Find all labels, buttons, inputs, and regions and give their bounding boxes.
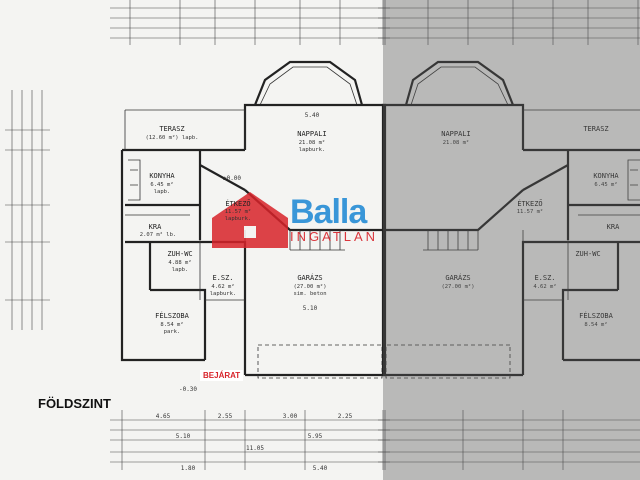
room-halfroom-area: 8.54 m² [584,321,607,328]
level-outside: -0.30 [179,386,197,393]
room-terrace-name: TERASZ [159,125,184,133]
dim-bottom-8: 5.40 [313,465,328,472]
room-bath-name: ZUH-WC [575,250,600,258]
right-unit-labels: NAPPALI 21.08 m² TERASZ KONYHA 6.45 m² É… [441,125,620,328]
dim-bottom-7: 1.80 [181,465,196,472]
room-dining-name: ÉTKEZŐ [517,199,542,208]
room-halfroom-area: 8.54 m² [160,321,183,328]
dim-bottom-4: 2.25 [338,413,353,420]
dim-bottom-5: 5.10 [176,433,191,440]
room-pantry-name: KRA [607,223,620,231]
left-unit-labels: TERASZ (12.60 m²) lapb. NAPPALI 21.08 m²… [140,112,353,472]
room-living-area: 21.08 m² [443,139,470,146]
room-garage-area: (27.00 m²) [293,283,326,290]
room-garage-area: (27.00 m²) [441,283,474,290]
room-kitchen-area: 6.45 m² [594,181,617,188]
room-living-floor: lapburk. [299,147,326,153]
room-terrace-name: TERASZ [583,125,608,133]
room-garage-name: GARÁZS [297,273,322,282]
room-kitchen-area: 6.45 m² [150,181,173,188]
entrance-label: BEJÁRAT [200,370,244,381]
room-bath-floor: lapb. [172,267,189,273]
room-pantry-area: 2.07 m² lb. [140,231,176,238]
room-dining-area: 11.57 m² [225,208,252,215]
room-hall-area: 4.62 m² [533,283,556,290]
room-living-area: 21.08 m² [299,139,326,146]
room-hall-floor: lapburk. [210,291,237,297]
room-dining-area: 11.57 m² [517,208,544,215]
mirrored-unit-shade [383,0,640,480]
room-living-name: NAPPALI [297,130,327,138]
room-garage-floor: sim. beton [293,291,326,297]
room-living-name: NAPPALI [441,130,471,138]
room-kitchen-floor: lapb. [154,189,171,195]
room-hall-area: 4.62 m² [211,283,234,290]
room-terrace-area: (12.60 m²) lapb. [146,134,199,141]
room-garage-name: GARÁZS [445,273,470,282]
watermark-brand: Balla [290,193,367,231]
dim-bottom-total: 11.05 [246,445,264,452]
room-dining-name: ÉTKEZŐ [225,199,250,208]
room-dining-floor: lapburk. [225,216,252,222]
dim-bottom-6: 5.95 [308,433,323,440]
dim-garage-width: 5.10 [303,305,318,312]
room-halfroom-floor: park. [164,329,181,335]
room-hall-name: E.SZ. [534,274,555,282]
watermark-sub: INGATLAN [290,229,379,244]
room-pantry-name: KRA [149,223,162,231]
dim-bottom-3: 3.00 [283,413,298,420]
room-bath-area: 4.88 m² [168,259,191,266]
room-bath-name: ZUH-WC [167,250,192,258]
room-halfroom-name: FÉLSZOBA [579,311,614,320]
level-marker: ±0.00 [223,175,241,182]
dim-bottom-2: 2.55 [218,413,233,420]
watermark-house-icon [212,192,288,248]
dim-living-width: 5.40 [305,112,320,119]
room-kitchen-name: KONYHA [149,172,175,180]
floor-label: FÖLDSZINT [38,396,111,411]
dim-bottom-1: 4.65 [156,413,171,420]
room-hall-name: E.SZ. [212,274,233,282]
room-kitchen-name: KONYHA [593,172,619,180]
room-halfroom-name: FÉLSZOBA [155,311,190,320]
